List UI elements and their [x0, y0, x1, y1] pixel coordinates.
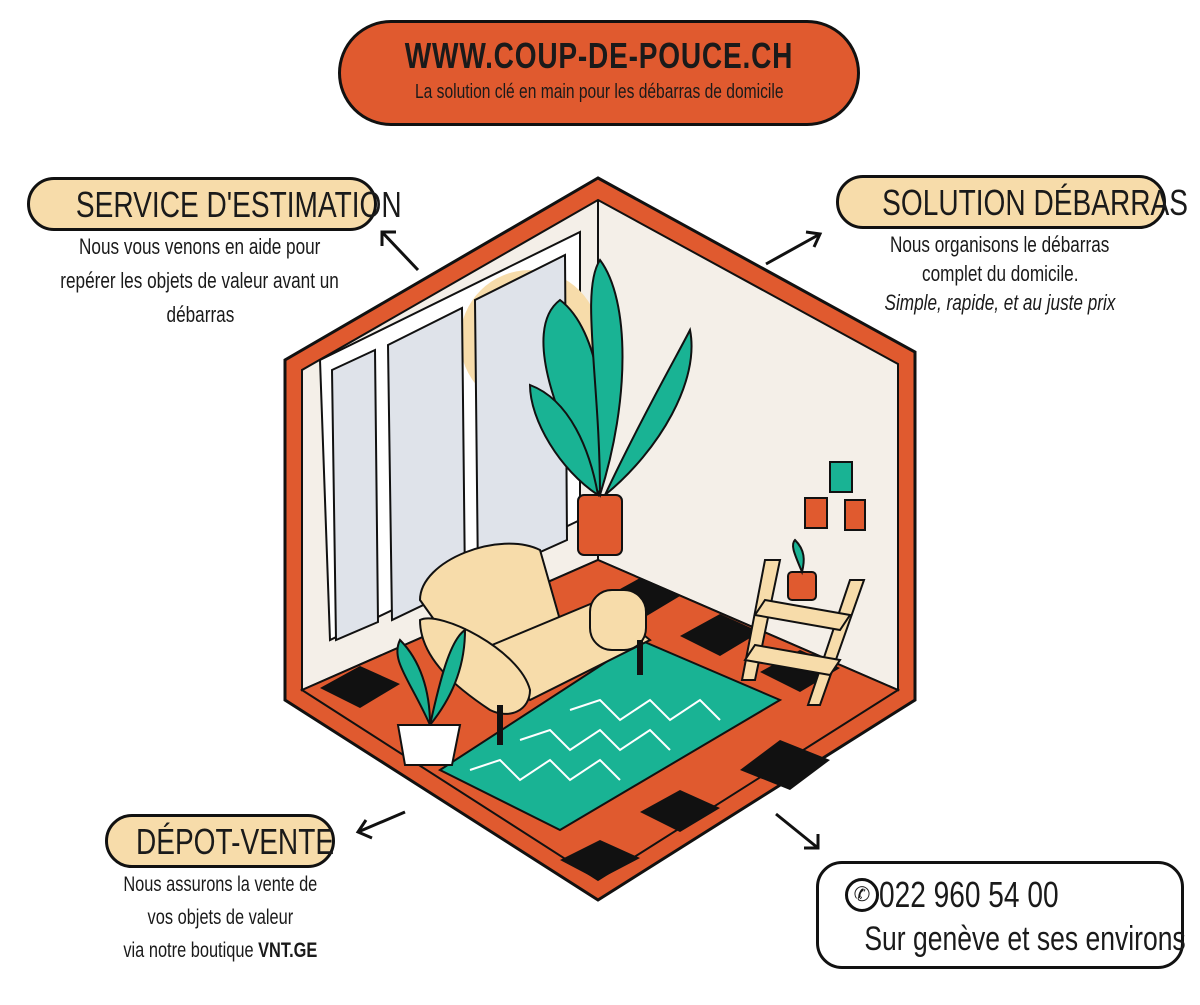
depot-badge: DÉPOT-VENTE [105, 814, 335, 868]
armchair [418, 542, 652, 745]
phone-number[interactable]: 022 960 54 00 [879, 874, 1059, 915]
wall-frames [804, 461, 866, 531]
shelf [740, 538, 866, 706]
big-plant [528, 258, 693, 498]
plant-pot [577, 494, 623, 556]
depot-description: Nous assurons la vente de vos objets de … [60, 868, 380, 967]
text-line: repérer les objets de valeur avant un [60, 268, 340, 293]
depot-title: DÉPOT-VENTE [135, 821, 335, 862]
debarras-description: Nous organisons le débarras complet du d… [820, 230, 1180, 317]
text-line: Nous vous venons en aide pour [79, 234, 321, 259]
small-plant [396, 628, 467, 766]
arrows [355, 230, 823, 850]
shop-link[interactable]: VNT.GE [257, 939, 317, 962]
website-banner[interactable]: WWW.COUP-DE-POUCE.CH La solution clé en … [338, 20, 860, 126]
estimation-title: SERVICE D'ESTIMATION [75, 184, 402, 225]
phone-icon: ✆ [845, 878, 879, 912]
debarras-title: SOLUTION DÉBARRAS [882, 182, 1188, 223]
text-line: débarras [166, 302, 234, 327]
text-line: vos objets de valeur [147, 906, 293, 929]
tagline: La solution clé en main pour les débarra… [414, 81, 784, 103]
contact-box: ✆ 022 960 54 00 Sur genève et ses enviro… [816, 861, 1186, 969]
estimation-description: Nous vous venons en aide pour repérer le… [20, 230, 380, 332]
text-line: Nous assurons la vente de [123, 873, 317, 896]
text-line: complet du domicile. [921, 261, 1079, 286]
text-line: Nous organisons le débarras [890, 232, 1110, 257]
debarras-badge: SOLUTION DÉBARRAS [836, 175, 1188, 229]
rug [437, 638, 783, 832]
website-url[interactable]: WWW.COUP-DE-POUCE.CH [404, 35, 794, 76]
text-line: via notre boutique [123, 939, 258, 962]
estimation-badge: SERVICE D'ESTIMATION [27, 177, 402, 231]
service-area: Sur genève et ses environs [864, 920, 1186, 958]
debarras-tagline: Simple, rapide, et au juste prix [884, 290, 1116, 315]
